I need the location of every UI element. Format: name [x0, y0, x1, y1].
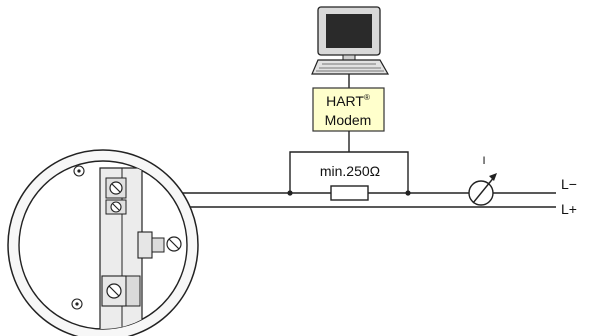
- terminal-screw-upper-2: [105, 199, 127, 215]
- svg-text:HART®: HART®: [326, 93, 370, 109]
- terminal-screw-middle: [166, 236, 182, 252]
- label-l-minus: L−: [561, 176, 577, 192]
- resistor-label: min.250Ω: [320, 163, 380, 179]
- resistor: min.250Ω: [320, 163, 380, 201]
- ammeter-label: I: [482, 155, 485, 167]
- transmitter-terminal-housing: [7, 149, 199, 336]
- resistor-body: [330, 185, 369, 201]
- junction-dot-right: [405, 190, 411, 196]
- ammeter-icon: [468, 173, 497, 206]
- hart-modem: HART® Modem: [312, 87, 385, 132]
- modem-label-modem: Modem: [325, 112, 372, 128]
- resistor-bridge: [289, 151, 409, 193]
- junction-dot-left: [287, 190, 293, 196]
- modem-label-registered: ®: [364, 93, 370, 102]
- terminal-screw-upper: [105, 177, 127, 199]
- computer-icon: [311, 6, 390, 75]
- modem-label-hart: HART: [326, 93, 364, 109]
- terminal-screw-lower: [106, 283, 122, 299]
- label-l-plus: L+: [561, 201, 577, 217]
